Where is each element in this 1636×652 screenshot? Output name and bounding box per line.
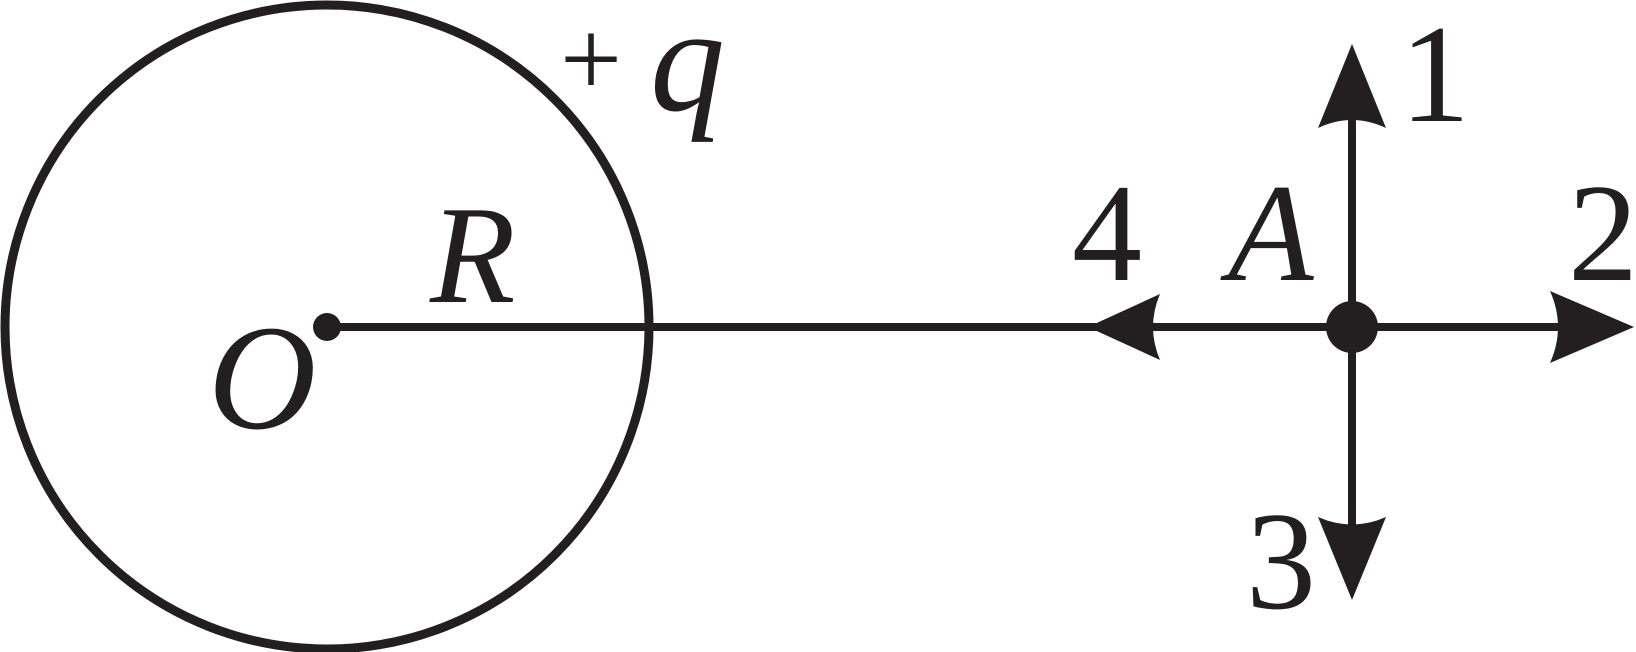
arrow-label-2: 2 (1568, 156, 1636, 311)
arrow-1 (1318, 44, 1386, 327)
arrow-4 (1088, 294, 1160, 360)
charge-q: q (650, 0, 725, 143)
charge-plus: + (560, 0, 622, 120)
point-label: A (1220, 156, 1314, 311)
arrow-label-1: 1 (1400, 0, 1470, 152)
center-label: O (208, 295, 316, 461)
arrow-label-3: 3 (1246, 484, 1316, 639)
arrow-label-4: 4 (1072, 156, 1142, 311)
radius-label: R (429, 178, 516, 333)
arrow-3 (1318, 327, 1386, 600)
arrow-2 (1352, 291, 1634, 363)
